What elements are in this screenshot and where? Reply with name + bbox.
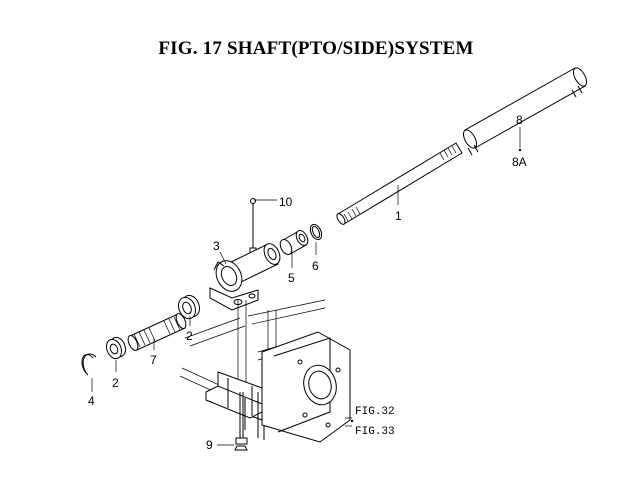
reference-fig33: FIG.33 (355, 426, 395, 438)
callout-2-upper: 2 (186, 329, 193, 343)
callout-9: 9 (206, 438, 213, 452)
mounting-plate (261, 331, 351, 443)
bolt-part-9 (234, 392, 248, 451)
bearing-housing-part-3 (209, 243, 281, 311)
bushing-part-5 (279, 230, 309, 255)
callout-2-lower: 2 (112, 376, 119, 390)
callout-1: 1 (395, 209, 402, 223)
o-ring-part-6 (309, 223, 323, 241)
callout-10: 10 (279, 195, 293, 209)
callout-5: 5 (288, 271, 295, 285)
grease-nipple-part-10 (249, 198, 257, 257)
reference-fig32: FIG.32 (355, 406, 395, 418)
tube-part-8 (462, 67, 588, 156)
callout-7: 7 (150, 353, 157, 367)
shaft-part-1 (336, 142, 463, 225)
callout-4: 4 (88, 394, 95, 408)
figure-title: FIG. 17 SHAFT(PTO/SIDE)SYSTEM (158, 38, 474, 59)
callout-6: 6 (312, 259, 319, 273)
callout-8a: 8A (512, 155, 527, 169)
splined-shaft-part-7 (127, 313, 187, 351)
bearing-part-2-upper (178, 294, 200, 320)
callout-8: 8 (516, 113, 523, 127)
callout-3: 3 (213, 239, 220, 253)
leader-lines (91, 127, 522, 446)
bearing-part-2-lower (106, 336, 126, 360)
